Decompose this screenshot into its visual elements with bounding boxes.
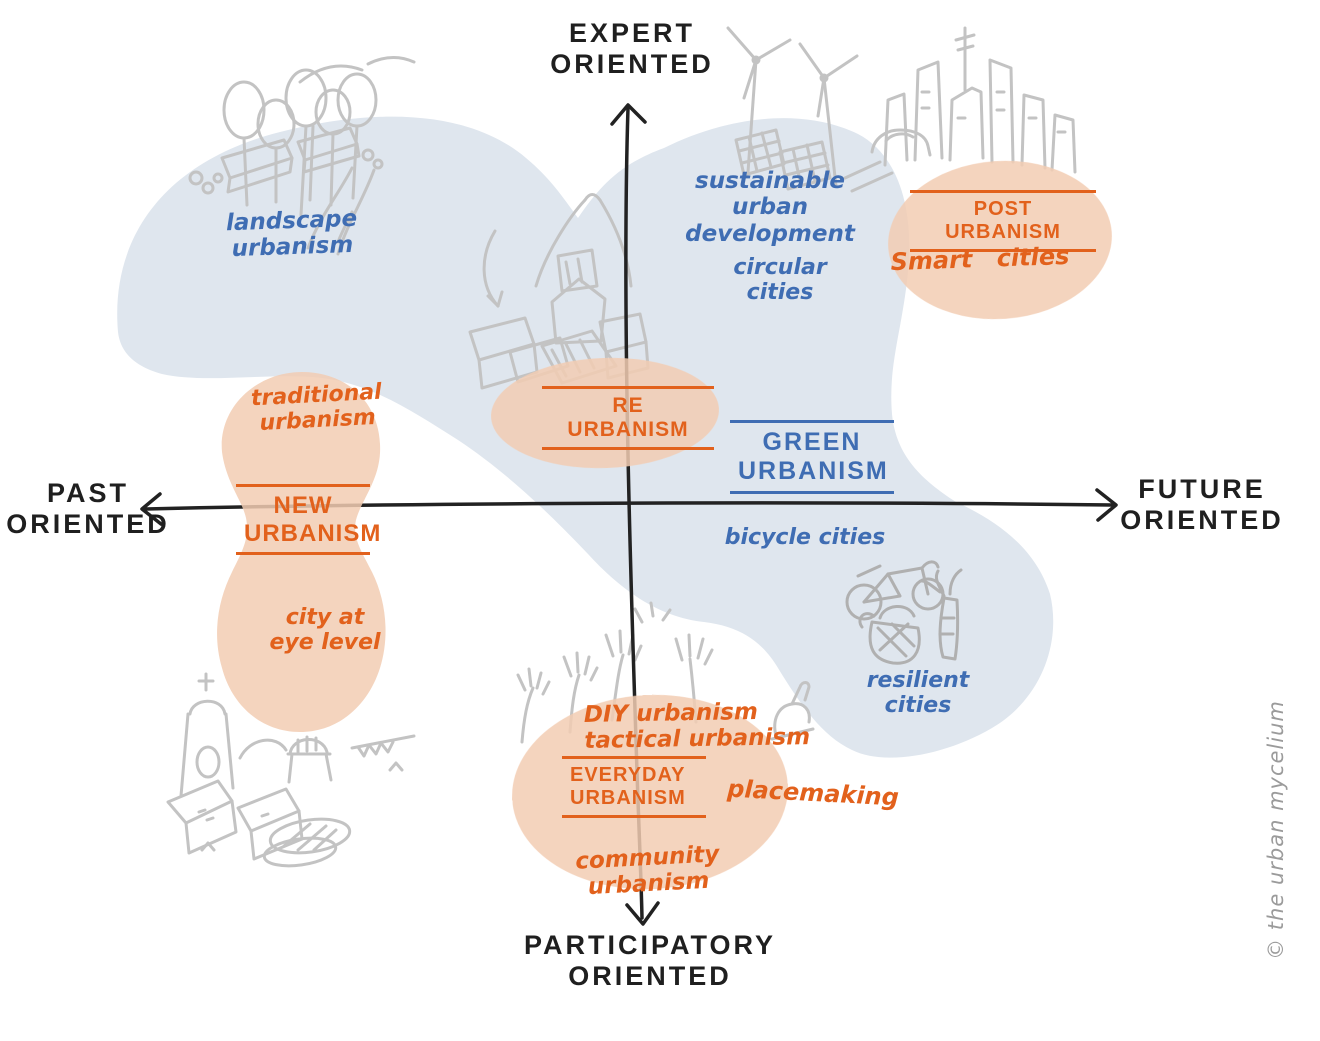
term-bicycle-cities: bicycle cities — [724, 525, 886, 550]
raised-hands-sketch — [516, 601, 815, 744]
re-urbanism-blob — [491, 357, 719, 469]
city-skyline-car-sketch — [843, 26, 1077, 193]
arrowhead-down — [625, 901, 660, 926]
term-re-urbanism: RE URBANISM — [542, 386, 714, 451]
axis-label-past-oriented: PAST ORIENTED — [6, 478, 170, 540]
term-diy-tactical-urbanism: DIY urbanism tactical urbanism — [583, 698, 811, 755]
old-town-church-sketch — [166, 672, 416, 868]
term-city-at-eye-level: city at eye level — [269, 605, 381, 656]
watermark-credit: © the urban mycelium — [1264, 700, 1288, 960]
term-green-urbanism: GREEN URBANISM — [730, 420, 894, 494]
axis-label-participatory-oriented: PARTICIPATORY ORIENTED — [523, 930, 777, 992]
arrowhead-up — [610, 103, 647, 126]
axis-label-future-oriented: FUTURE ORIENTED — [1120, 474, 1284, 536]
term-new-urbanism: NEW URBANISM — [236, 484, 380, 556]
term-post-urbanism: POST URBANISM — [910, 190, 1096, 252]
term-circular-cities: circular cities — [733, 255, 827, 306]
everyday-urbanism-blob — [512, 694, 788, 890]
term-everyday-urbanism: EVERYDAY URBANISM — [562, 756, 706, 818]
arrowhead-right — [1095, 488, 1118, 522]
wind-turbines-solar-sketch — [726, 26, 859, 191]
term-landscape-urbanism: landscape urbanism — [225, 205, 358, 263]
term-community-urbanism: community urbanism — [574, 841, 720, 901]
bicycle-basket-sketch — [845, 560, 963, 665]
trees-park-sketch — [188, 56, 416, 256]
term-traditional-urbanism: traditional urbanism — [250, 379, 383, 437]
term-resilient-cities: resilient cities — [866, 668, 970, 719]
post-urbanism-blob — [888, 160, 1112, 320]
arrowhead-left — [140, 492, 163, 526]
new-urbanism-blob — [217, 372, 386, 732]
axis-label-expert-oriented: EXPERT ORIENTED — [550, 18, 714, 80]
term-sustainable-urban-development: sustainable urban development — [685, 168, 855, 247]
